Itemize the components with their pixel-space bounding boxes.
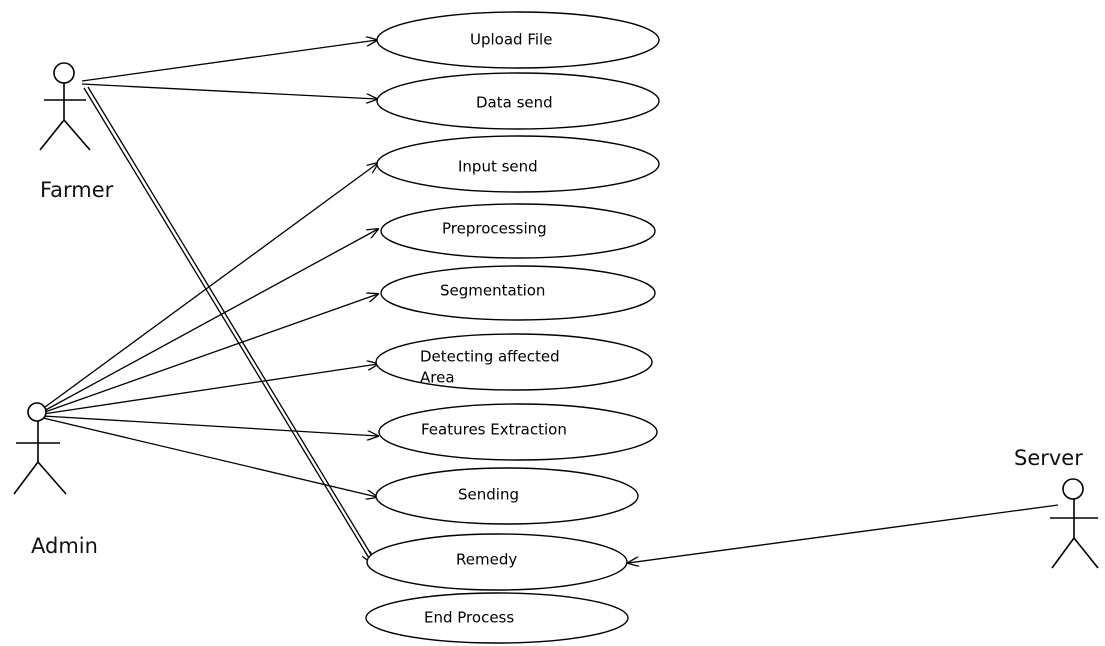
use-case-label: Features Extraction [421, 421, 567, 439]
use-case-label: Preprocessing [442, 220, 547, 238]
farmer-remedy-association-shadow [87, 86, 376, 562]
use-case-label: Segmentation [440, 282, 545, 300]
stick-figure-icon [13, 402, 67, 495]
admin-segmentation-association [41, 294, 378, 414]
admin-features-extraction-association [42, 415, 378, 436]
use-case-sending[interactable]: Sending [375, 467, 639, 525]
use-case-label: Upload File [470, 31, 552, 49]
admin-detecting-area-association [42, 364, 378, 415]
use-case-label: End Process [424, 609, 514, 627]
use-case-preprocessing[interactable]: Preprocessing [380, 203, 656, 259]
use-case-remedy[interactable]: Remedy [366, 533, 628, 591]
actor-label: Server [1014, 446, 1083, 470]
farmer-data-send-association [81, 83, 377, 99]
use-case-end-process[interactable]: End Process [365, 592, 629, 644]
actor-server[interactable]: Server [1014, 446, 1099, 569]
admin-preprocessing-association [41, 229, 378, 413]
stick-figure-icon [1050, 478, 1099, 569]
admin-input-send-association [40, 163, 378, 411]
actor-admin[interactable]: Admin [13, 402, 98, 558]
use-case-label: Data send [476, 94, 553, 112]
actor-farmer[interactable]: Farmer [39, 62, 114, 202]
farmer-remedy-association [83, 87, 372, 563]
use-case-label-line1: Detecting affected [420, 348, 560, 366]
stick-figure-icon [39, 62, 91, 151]
use-case-label: Input send [458, 158, 538, 176]
actor-label: Admin [31, 534, 98, 558]
use-case-data-send[interactable]: Data send [376, 72, 660, 130]
actor-label: Farmer [40, 178, 114, 202]
use-case-detecting-affected-area[interactable]: Detecting affected Area [375, 333, 653, 391]
farmer-upload-file-association [81, 40, 377, 82]
use-case-upload-file[interactable]: Upload File [376, 11, 660, 69]
use-case-segmentation[interactable]: Segmentation [380, 265, 656, 321]
use-case-input-send[interactable]: Input send [376, 135, 660, 193]
use-case-features-extraction[interactable]: Features Extraction [378, 403, 658, 461]
use-case-label: Sending [458, 486, 519, 504]
server-remedy-association [628, 504, 1059, 563]
use-case-label: Remedy [456, 551, 517, 569]
admin-sending-association [42, 417, 377, 497]
use-case-label-line2: Area [420, 369, 455, 387]
associations [40, 40, 1059, 563]
